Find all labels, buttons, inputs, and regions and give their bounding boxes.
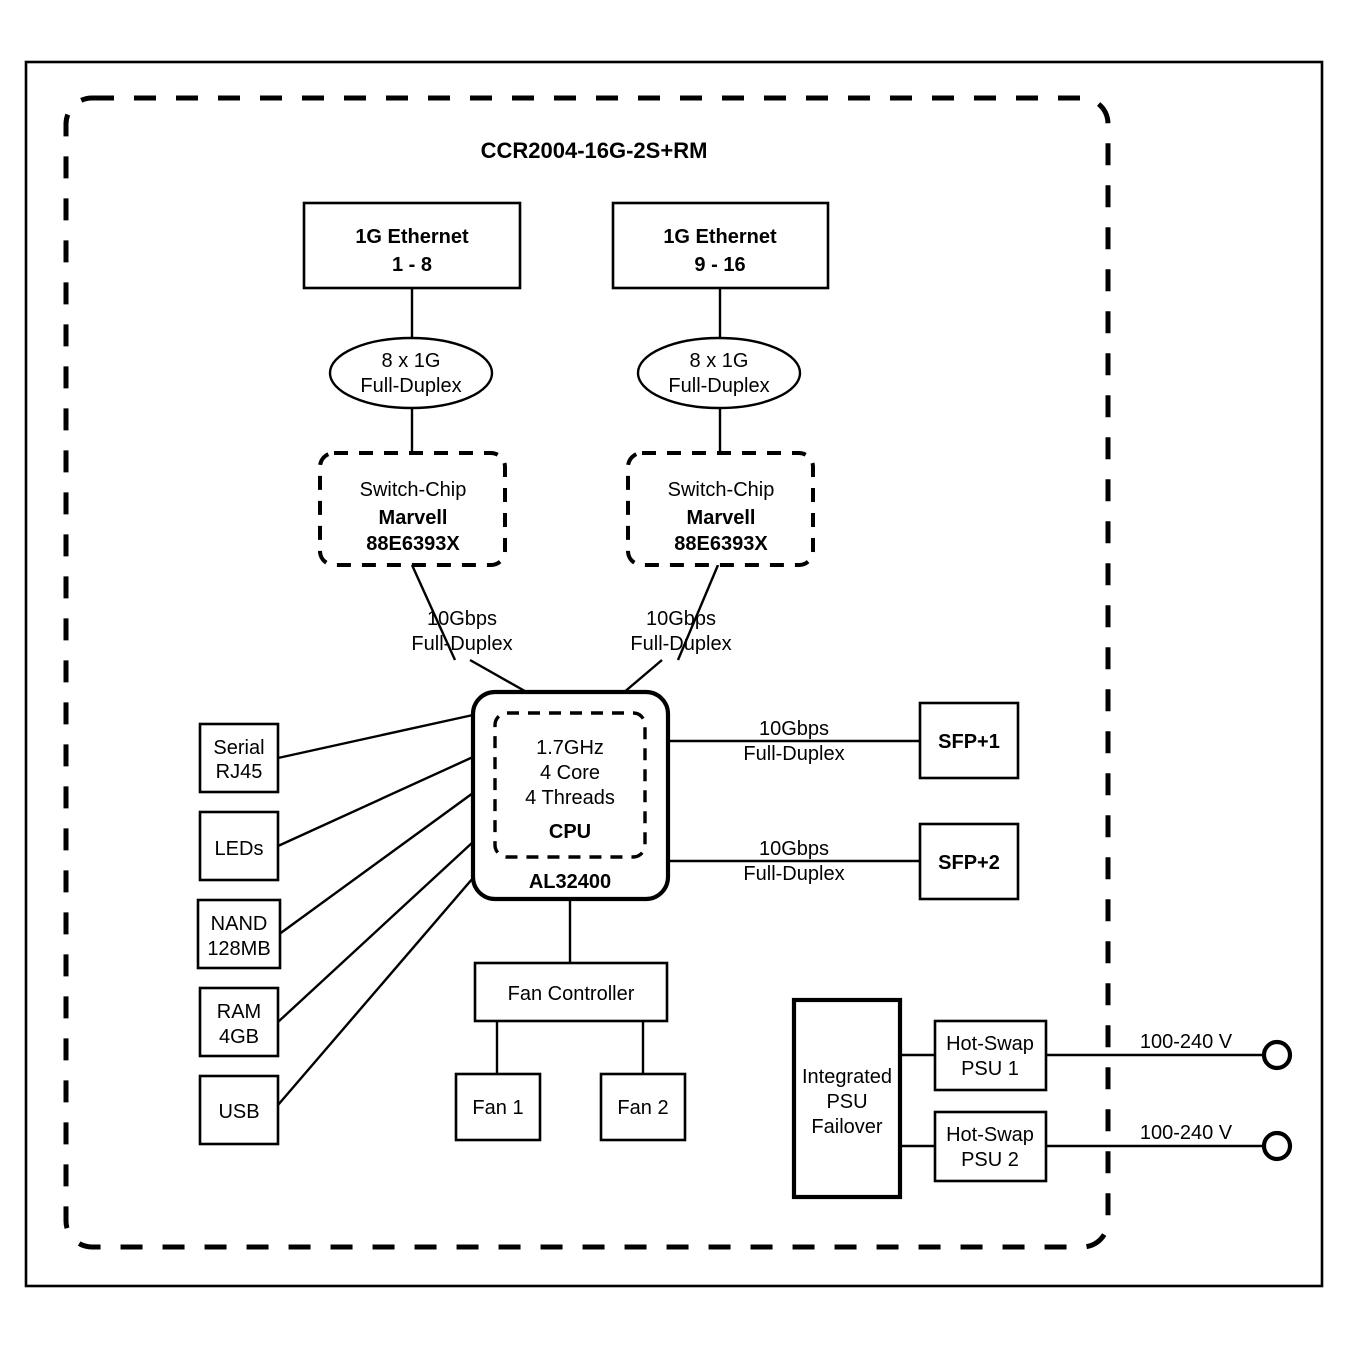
wire-ram-to-cpu <box>277 841 474 1023</box>
serial-rj45-box[interactable] <box>198 722 280 794</box>
wire-nand-to-cpu <box>277 792 474 936</box>
hot-swap-psu2-label-b: PSU 2 <box>961 1149 1019 1171</box>
power-group: Integrated PSU Failover Hot-Swap PSU 1 H… <box>791 997 1293 1200</box>
hot-swap-psu1-label-a: Hot-Swap <box>946 1033 1034 1055</box>
cooling-group: Fan Controller Fan 1 Fan 2 <box>454 961 687 1142</box>
switch-chip-label-1c: 88E6393X <box>366 533 460 555</box>
psu-failover-label-c: Failover <box>811 1116 882 1138</box>
soc-model-label: AL32400 <box>529 871 611 893</box>
switch-chip-box-1[interactable] <box>318 451 507 567</box>
link-capacity-label-1a: 8 x 1G <box>382 350 441 372</box>
sfp-port-2: 10Gbps Full-Duplex SFP+2 <box>743 822 1020 901</box>
psu1-voltage-label: 100-240 V <box>1140 1031 1233 1053</box>
psu-failover-label-a: Integrated <box>802 1066 892 1088</box>
hot-swap-psu1-label-b: PSU 1 <box>961 1058 1019 1080</box>
wire-usb-to-cpu <box>277 877 474 1106</box>
psu2-voltage-label: 100-240 V <box>1140 1122 1233 1144</box>
uplink-label-1a: 10Gbps <box>427 608 497 630</box>
page-title: CCR2004-16G-2S+RM <box>481 138 708 163</box>
link-capacity-ellipse-1 <box>328 336 494 410</box>
wire-chip2-label-upper <box>676 564 720 661</box>
nand-label-a: NAND <box>211 913 268 935</box>
power-inlet-1-icon <box>1261 1039 1293 1071</box>
sfp-port-1: 10Gbps Full-Duplex SFP+1 <box>743 701 1020 780</box>
uplink-label-2a: 10Gbps <box>646 608 716 630</box>
wire-chip1-label-upper <box>410 564 457 661</box>
wire-leds-to-cpu <box>277 755 474 848</box>
peripheral-ram: RAM 4GB <box>198 986 280 1058</box>
wire-chip1-to-cpu <box>469 658 531 696</box>
sfp1-link-label-a: 10Gbps <box>759 718 829 740</box>
link-capacity-ellipse-2 <box>636 336 802 410</box>
cpu-spec-line3: 4 Threads <box>525 787 615 809</box>
hot-swap-psu1-box[interactable] <box>933 1019 1048 1092</box>
psu-failover-label-b: PSU <box>826 1091 867 1113</box>
ethernet-ports-box-2[interactable] <box>611 201 830 290</box>
fan2-label: Fan 2 <box>617 1097 668 1119</box>
cpu-core-box[interactable] <box>493 711 647 859</box>
usb-label: USB <box>218 1101 259 1123</box>
switch-chip-label-2b: Marvell <box>687 507 756 529</box>
ethernet-ports-label-2b: 9 - 16 <box>694 254 745 276</box>
ethernet-ports-box-1[interactable] <box>302 201 522 290</box>
ram-box[interactable] <box>198 986 280 1058</box>
hot-swap-psu2-label-a: Hot-Swap <box>946 1124 1034 1146</box>
leds-label: LEDs <box>215 838 264 860</box>
cpu-spec-line1: 1.7GHz <box>536 737 604 759</box>
serial-rj45-label-b: RJ45 <box>216 761 263 783</box>
nand-box[interactable] <box>196 898 282 970</box>
integrated-psu-failover-box[interactable] <box>791 997 903 1200</box>
peripheral-nand: NAND 128MB <box>196 898 282 970</box>
peripheral-serial: Serial RJ45 <box>198 722 280 794</box>
wire-serial-to-cpu <box>277 713 474 760</box>
uplink-label-2b: Full-Duplex <box>630 633 731 655</box>
sfp2-link-label-b: Full-Duplex <box>743 863 844 885</box>
switch-chip-label-2c: 88E6393X <box>674 533 768 555</box>
serial-rj45-label-a: Serial <box>213 737 264 759</box>
ethernet-group-2: 1G Ethernet 9 - 16 8 x 1G Full-Duplex Sw… <box>611 201 830 655</box>
fan2-box[interactable] <box>599 1072 687 1142</box>
sfp1-box[interactable] <box>918 701 1020 780</box>
ethernet-ports-label-1a: 1G Ethernet <box>355 226 469 248</box>
uplink-label-1b: Full-Duplex <box>411 633 512 655</box>
sfp1-link-label-b: Full-Duplex <box>743 743 844 765</box>
switch-chip-label-1b: Marvell <box>379 507 448 529</box>
peripheral-usb: USB <box>198 1074 280 1146</box>
sfp2-link-label-a: 10Gbps <box>759 838 829 860</box>
cpu-spec-line2: 4 Core <box>540 762 600 784</box>
fan1-box[interactable] <box>454 1072 542 1142</box>
fan-controller-box[interactable] <box>473 961 669 1023</box>
link-capacity-label-2b: Full-Duplex <box>668 375 769 397</box>
switch-chip-box-2[interactable] <box>626 451 815 567</box>
leds-box[interactable] <box>198 810 280 882</box>
link-capacity-label-2a: 8 x 1G <box>690 350 749 372</box>
hot-swap-psu2-box[interactable] <box>933 1110 1048 1183</box>
ram-label-b: 4GB <box>219 1026 259 1048</box>
cpu-label: CPU <box>549 821 591 843</box>
sfp2-box[interactable] <box>918 822 1020 901</box>
device-boundary <box>63 95 1111 1250</box>
wire-chip2-to-cpu <box>621 659 663 695</box>
ram-label-a: RAM <box>217 1001 261 1023</box>
switch-chip-label-1a: Switch-Chip <box>360 479 467 501</box>
sfp1-label: SFP+1 <box>938 731 1000 753</box>
fan-controller-label: Fan Controller <box>508 983 635 1005</box>
outer-frame <box>24 60 1324 1288</box>
usb-box[interactable] <box>198 1074 280 1146</box>
peripheral-leds: LEDs <box>198 810 280 882</box>
link-capacity-label-1b: Full-Duplex <box>360 375 461 397</box>
nand-label-b: 128MB <box>207 938 270 960</box>
cpu-block: 1.7GHz 4 Core 4 Threads CPU AL32400 <box>470 689 671 902</box>
sfp2-label: SFP+2 <box>938 852 1000 874</box>
ethernet-ports-label-1b: 1 - 8 <box>392 254 432 276</box>
power-inlet-2-icon <box>1261 1130 1293 1162</box>
switch-chip-label-2a: Switch-Chip <box>668 479 775 501</box>
ethernet-group-1: 1G Ethernet 1 - 8 8 x 1G Full-Duplex Swi… <box>302 201 522 655</box>
ethernet-ports-label-2a: 1G Ethernet <box>663 226 777 248</box>
fan1-label: Fan 1 <box>472 1097 523 1119</box>
